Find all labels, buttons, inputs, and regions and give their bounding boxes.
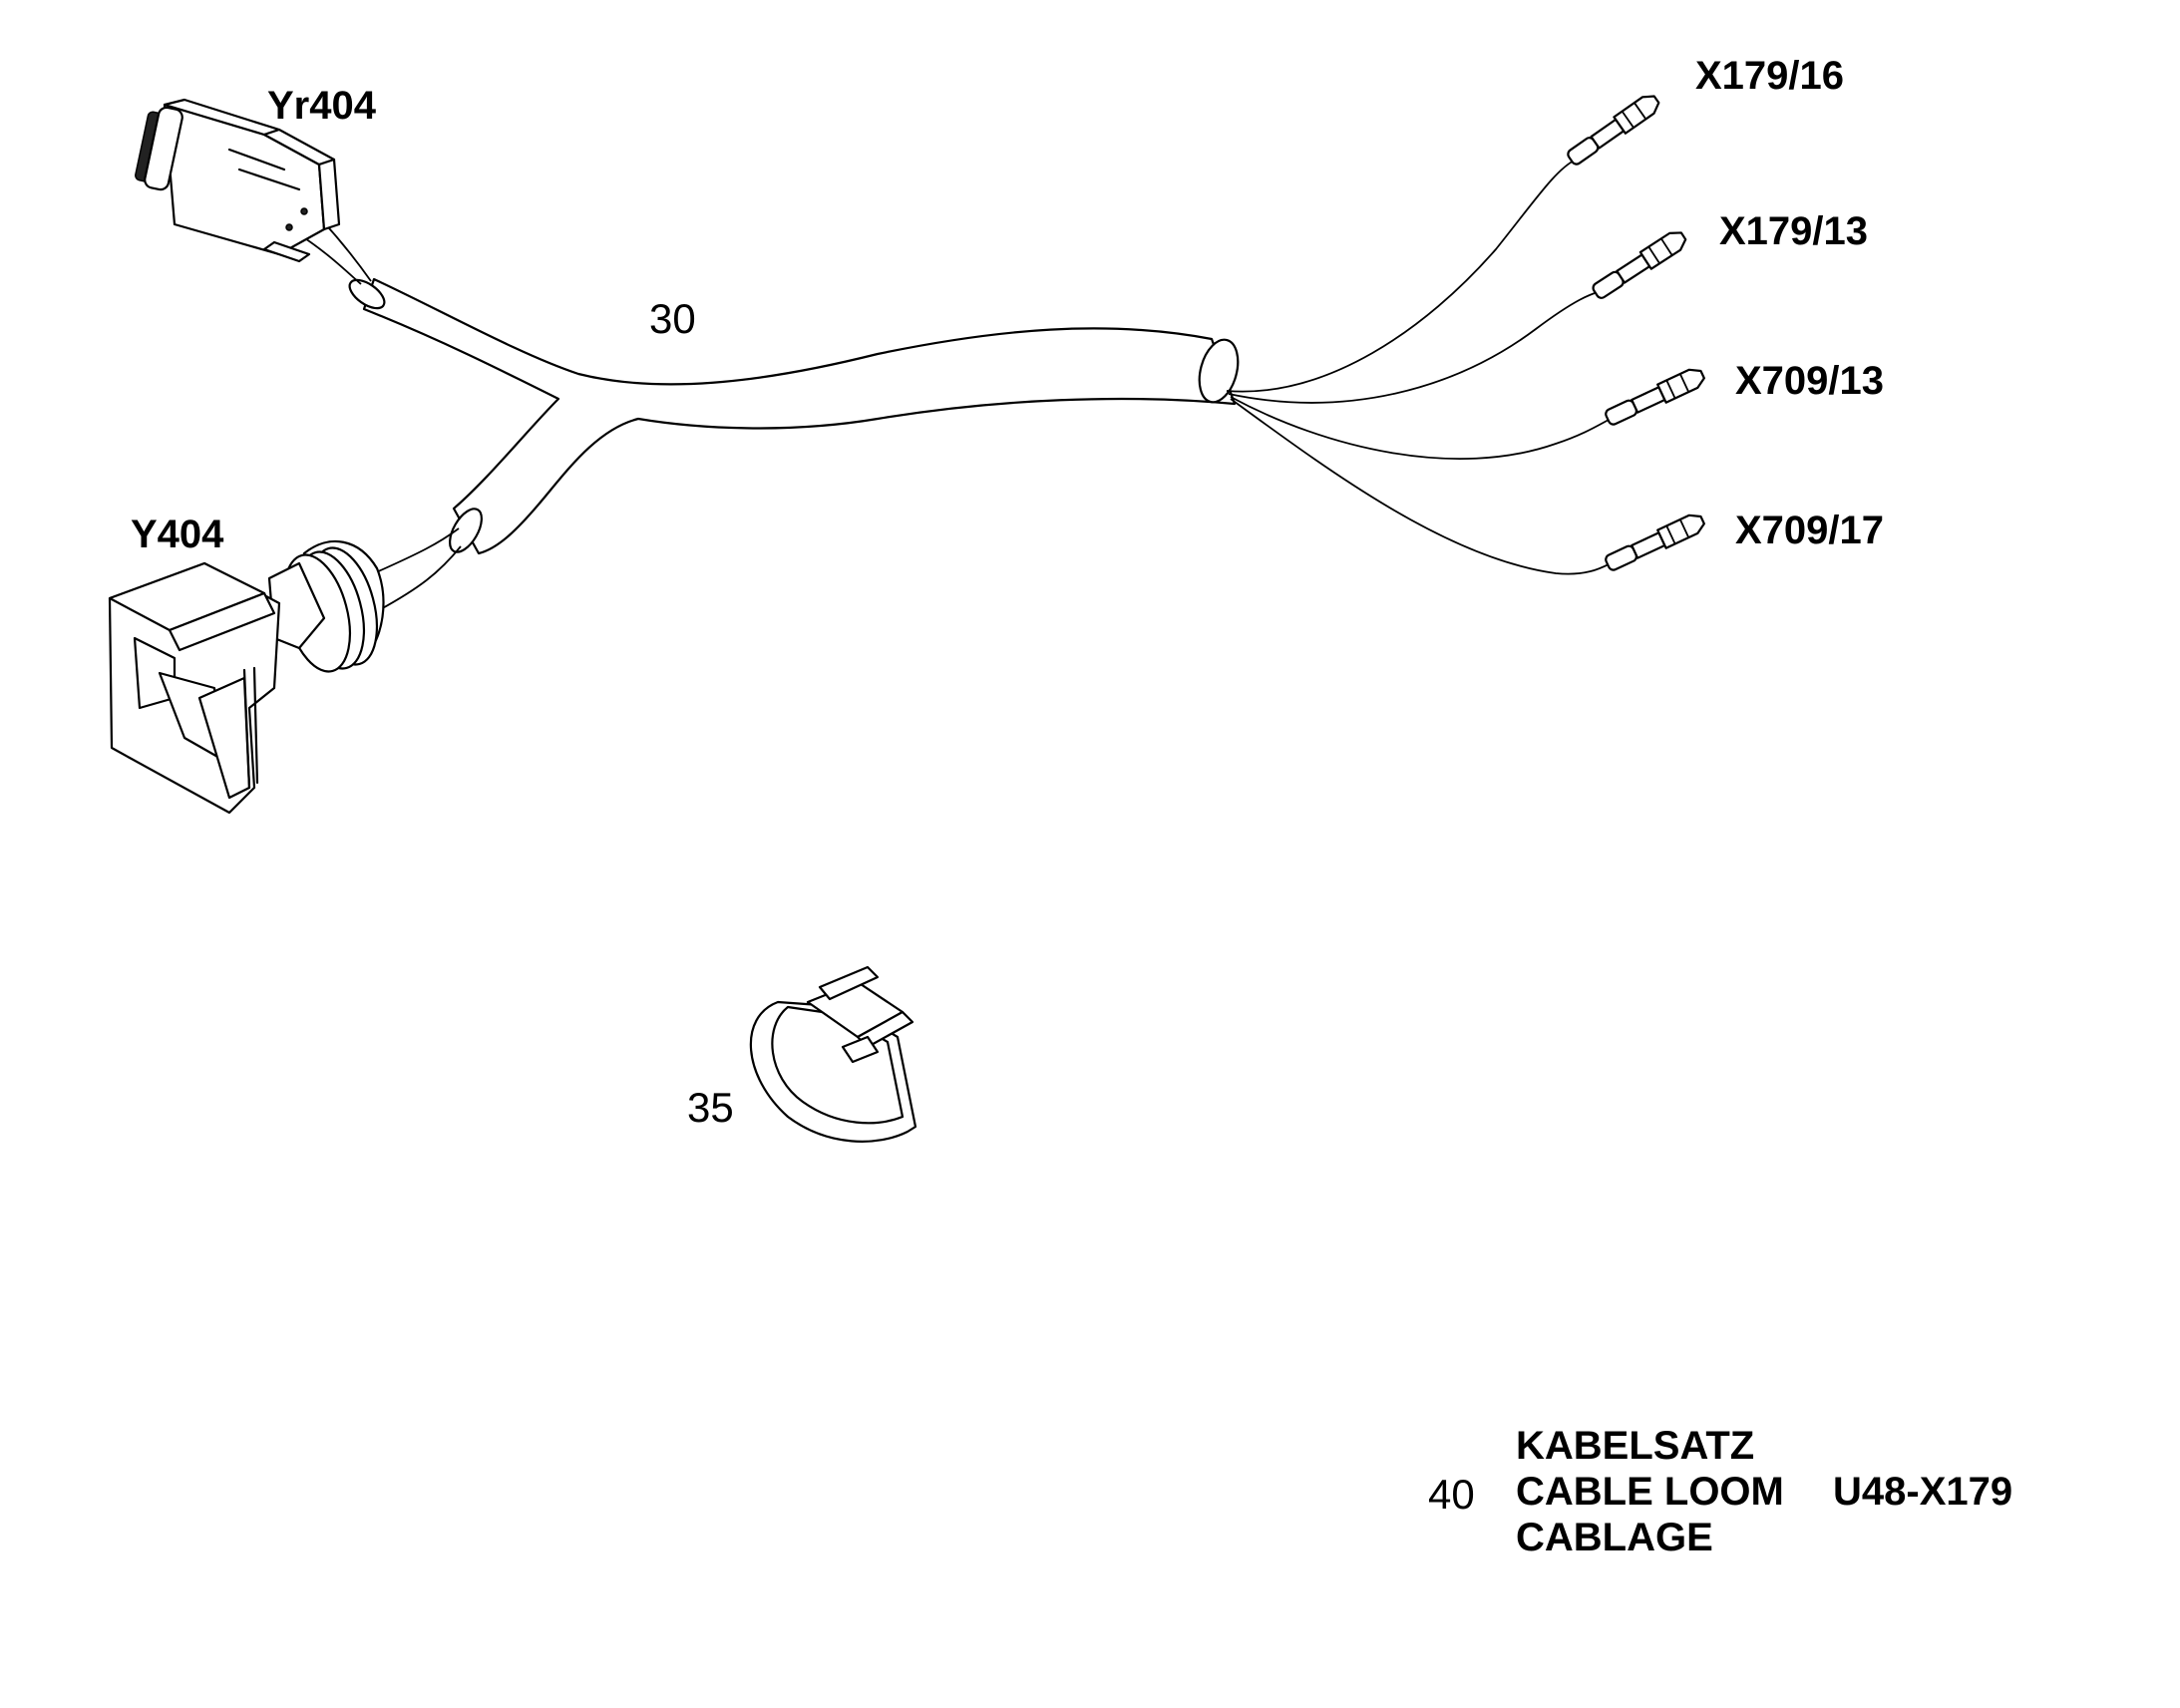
label-pin-1: X179/16 [1695,54,1845,98]
connector-yr404 [135,98,372,285]
label-pin-4: X709/17 [1735,509,1885,552]
label-y404: Y404 [131,512,224,556]
pin-terminal-1 [1567,95,1660,166]
pin-terminal-3 [1605,368,1705,426]
pin-wires [1226,159,1612,575]
hose-clamp [749,965,917,1143]
callout-30: 30 [649,295,696,342]
label-pin-3: X709/13 [1735,359,1885,403]
label-yr404: Yr404 [267,84,376,128]
label-pin-2: X179/13 [1719,209,1869,253]
callout-40: 40 [1428,1471,1475,1518]
legend-code: U48-X179 [1833,1470,2013,1514]
legend-line-fr: CABLAGE [1516,1516,1713,1559]
pin-terminal-2 [1592,231,1687,299]
callout-35: 35 [687,1084,734,1131]
harness-sleeve [348,277,1240,555]
connector-y404 [108,527,462,815]
pin-terminal-4 [1605,513,1705,571]
legend-line-de: KABELSATZ [1516,1424,1755,1468]
legend-line-en: CABLE LOOM [1516,1470,1784,1514]
